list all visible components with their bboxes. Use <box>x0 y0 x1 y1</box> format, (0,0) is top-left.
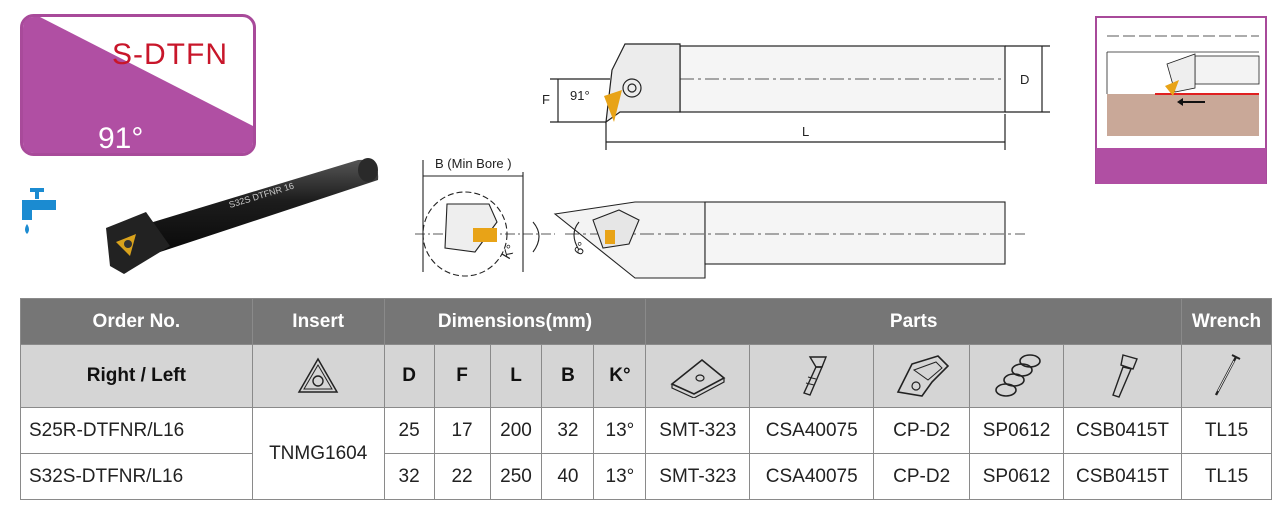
shim-icon <box>645 344 751 408</box>
clamp-icon <box>873 344 971 408</box>
drawing-label-l: L <box>802 124 809 139</box>
table-row: S25R-DTFNR/L16 TNMG1604 25 17 200 32 13°… <box>20 407 1273 500</box>
order-number: S25R-DTFNR/L16 <box>20 407 253 454</box>
header-wrench: Wrench <box>1180 298 1273 345</box>
order-number: S32S-DTFNR/L16 <box>20 453 253 500</box>
insert-value: TNMG1604 <box>251 407 385 500</box>
cell-k: 13° <box>593 407 647 454</box>
drawing-label-min-bore: B (Min Bore ) <box>435 156 512 171</box>
header-insert: Insert <box>251 298 385 345</box>
triangle-insert-icon <box>251 344 385 408</box>
cap-screw-icon <box>1063 344 1182 408</box>
cell-b: 32 <box>541 407 595 454</box>
cell-f: 22 <box>433 453 491 500</box>
cell-shim: SMT-323 <box>645 407 751 454</box>
subheader-right-left: Right / Left <box>20 344 253 408</box>
cell-spring: SP0612 <box>969 407 1065 454</box>
cell-clamp-screw: CSB0415T <box>1063 407 1182 454</box>
cell-clamp-screw: CSB0415T <box>1063 453 1182 500</box>
spring-icon <box>969 344 1065 408</box>
header-parts: Parts <box>645 298 1182 345</box>
drawing-label-91: 91° <box>570 88 590 103</box>
top-view-drawing: D L F 91° <box>530 30 1070 165</box>
cell-b: 40 <box>541 453 595 500</box>
drawing-label-k: K° <box>499 242 519 262</box>
subheader-f: F <box>433 344 491 408</box>
header-dimensions: Dimensions(mm) <box>383 298 647 345</box>
subheader-k: K° <box>593 344 647 408</box>
cell-l: 200 <box>489 407 543 454</box>
cell-wrench: TL15 <box>1180 407 1273 454</box>
spec-table: Order No. Insert Dimensions(mm) Parts Wr… <box>20 298 1273 500</box>
cell-wrench: TL15 <box>1180 453 1273 500</box>
subheader-b: B <box>541 344 595 408</box>
drawing-label-d: D <box>1020 72 1029 87</box>
cell-clamp: CP-D2 <box>873 453 971 500</box>
cell-d: 25 <box>383 407 435 454</box>
badge-title: S-DTFN <box>112 38 228 71</box>
countersunk-screw-icon <box>749 344 875 408</box>
coolant-tap-icon <box>20 186 60 243</box>
tool-photo: S32S DTFNR 16 <box>100 156 390 289</box>
header-order-no: Order No. <box>20 298 253 345</box>
subheader-d: D <box>383 344 435 408</box>
cell-clamp: CP-D2 <box>873 407 971 454</box>
subheader-l: L <box>489 344 543 408</box>
cell-l: 250 <box>489 453 543 500</box>
torx-wrench-icon <box>1180 344 1273 408</box>
cell-screw: CSA40075 <box>749 453 875 500</box>
drawing-label-f: F <box>542 92 550 107</box>
cell-d: 32 <box>383 453 435 500</box>
cell-spring: SP0612 <box>969 453 1065 500</box>
side-view-drawing: B (Min Bore ) K° 6° <box>405 152 1035 292</box>
drawing-label-6: 6° <box>571 239 590 257</box>
application-diagram <box>1095 16 1267 191</box>
badge-angle: 91° <box>98 122 144 155</box>
title-badge: S-DTFN 91° <box>20 14 256 161</box>
cell-k: 13° <box>593 453 647 500</box>
cell-shim: SMT-323 <box>645 453 751 500</box>
table-row: S32S-DTFNR/L16 32 22 250 40 13° SMT-323 … <box>20 453 1273 500</box>
cell-f: 17 <box>433 407 491 454</box>
cell-screw: CSA40075 <box>749 407 875 454</box>
